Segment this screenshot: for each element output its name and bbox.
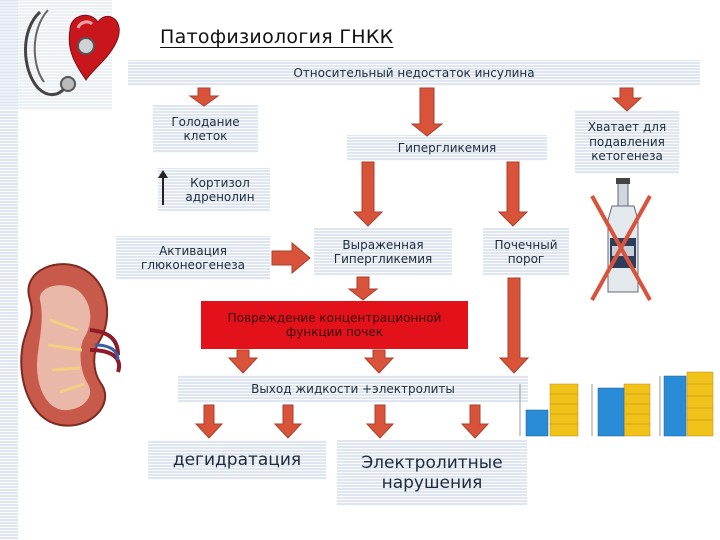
node-severe-hyperglycemia-line1: Выраженная xyxy=(342,237,424,252)
node-severe-hyperglycemia-line2: Гипергликемия xyxy=(333,252,433,266)
node-kidney-damage: Повреждение концентрационной функции поч… xyxy=(201,301,468,349)
node-severe-hyperglycemia: Выраженная Гипергликемия xyxy=(314,228,452,276)
node-gluconeogenesis-line1: Активация xyxy=(159,243,227,258)
heart-stethoscope-icon xyxy=(24,9,120,96)
arrow-fluid-3 xyxy=(365,404,395,439)
arrow-damage-right xyxy=(363,349,395,374)
node-ketogenesis-line3: кетогенеза xyxy=(591,149,663,164)
node-gluconeogenesis-line2: глюконеогенеза xyxy=(141,258,245,272)
node-electrolyte-disorders: Электролитные нарушения xyxy=(337,440,527,506)
arrow-to-hyperglycemia xyxy=(410,87,444,137)
node-ketogenesis-line2: подавления xyxy=(589,134,665,149)
node-kidney-damage-line2: функции почек xyxy=(286,325,383,339)
arrow-to-starvation xyxy=(188,87,220,107)
node-dehydration: дегидратация xyxy=(148,440,326,480)
arrow-gluconeo-to-severe xyxy=(271,241,311,275)
node-cell-starvation-line1: Голодание xyxy=(171,114,240,129)
node-hyperglycemia: Гипергликемия xyxy=(347,135,547,161)
arrow-damage-left xyxy=(227,349,259,374)
node-electrolyte-disorders-line1: Электролитные xyxy=(361,452,503,473)
arrow-fluid-1 xyxy=(194,404,224,439)
node-gluconeogenesis: Активация глюконеогенеза xyxy=(116,236,270,280)
page-title: Патофизиология ГНКК xyxy=(160,26,394,48)
node-renal-threshold-line1: Почечный xyxy=(494,237,558,252)
node-ketogenesis: Хватает для подавления кетогенеза xyxy=(575,110,679,174)
node-electrolyte-disorders-line2: нарушения xyxy=(381,473,483,493)
node-ketogenesis-line1: Хватает для xyxy=(587,120,667,135)
node-cell-starvation: Голодание клеток xyxy=(153,105,258,153)
node-fluid-loss-label: Выход жидкости +электролиты xyxy=(251,381,455,396)
node-cell-starvation-line2: клеток xyxy=(183,129,228,143)
node-cortisol-line1: Кортизол xyxy=(190,175,250,190)
arrow-to-renal-threshold xyxy=(497,161,529,227)
arrow-fluid-4 xyxy=(460,404,490,439)
node-renal-threshold-line2: порог xyxy=(507,252,545,266)
arrow-to-kidney-damage xyxy=(347,276,379,301)
arrow-to-ketogenesis xyxy=(611,87,643,112)
node-cortisol: Кортизол адренолин xyxy=(158,168,270,212)
left-decorative-stripe xyxy=(0,0,18,540)
node-kidney-damage-line1: Повреждение концентрационной xyxy=(227,310,442,325)
node-insulin-deficiency: Относительный недостаток инсулина xyxy=(128,60,700,86)
node-insulin-deficiency-label: Относительный недостаток инсулина xyxy=(293,65,535,80)
node-fluid-loss: Выход жидкости +электролиты xyxy=(178,375,528,403)
arrow-fluid-2 xyxy=(273,404,303,439)
node-renal-threshold: Почечный порог xyxy=(483,228,569,276)
arrow-renal-to-fluid xyxy=(498,277,530,374)
node-dehydration-label: дегидратация xyxy=(172,449,302,470)
arrow-to-severe-hyperglycemia xyxy=(352,161,384,227)
node-hyperglycemia-label: Гипергликемия xyxy=(397,140,497,155)
node-cortisol-line2: адренолин xyxy=(185,190,255,204)
